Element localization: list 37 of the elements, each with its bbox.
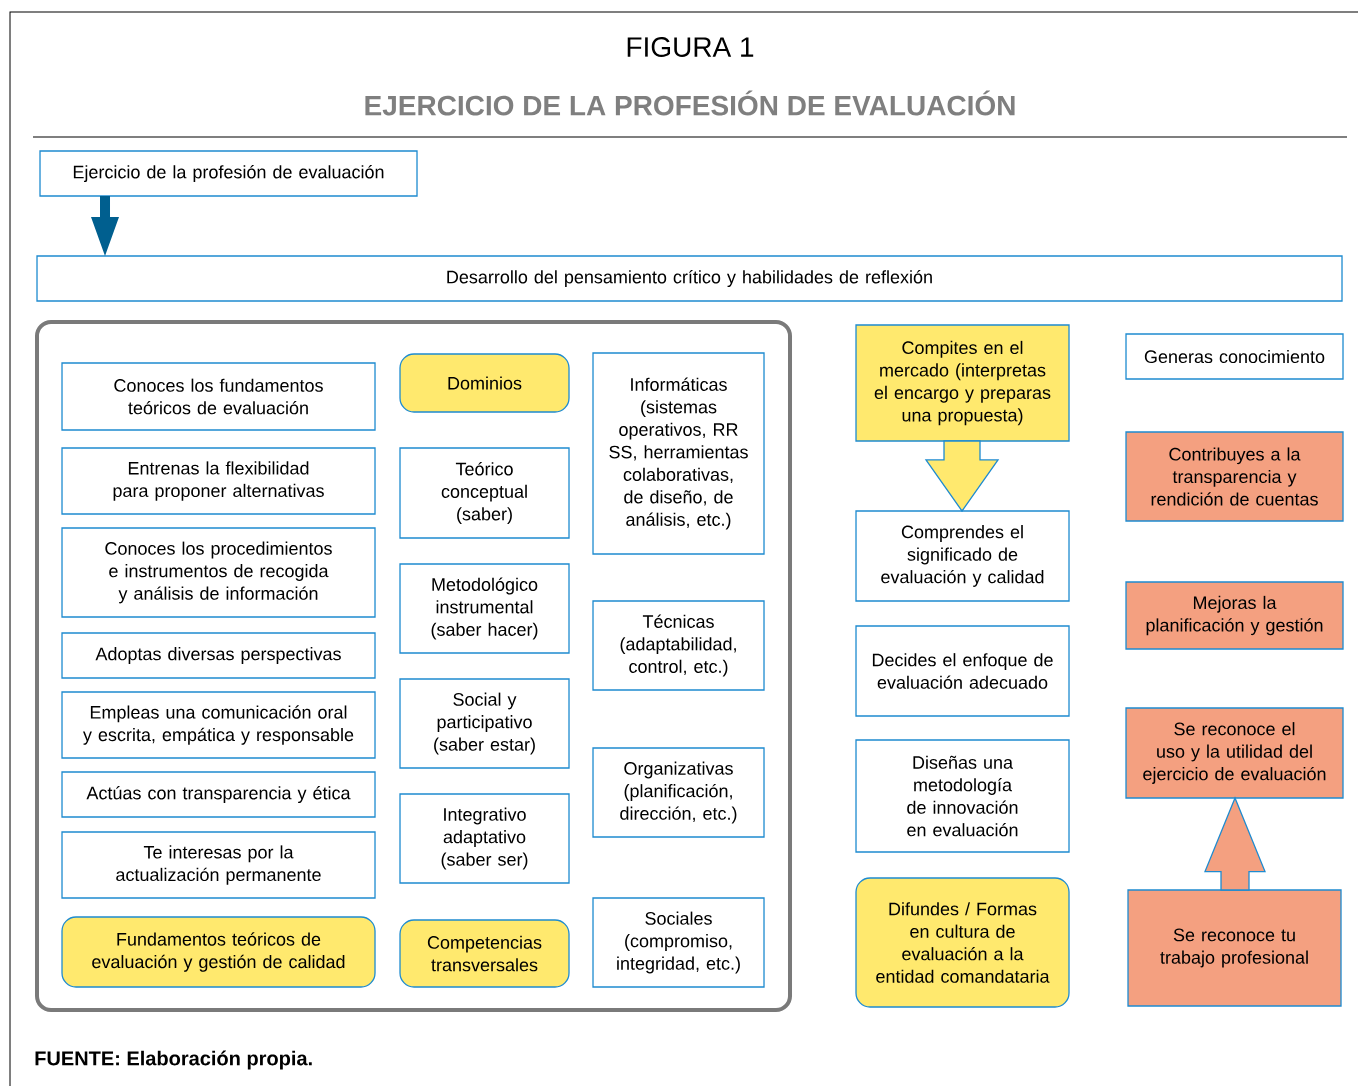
- rounded-box: Fundamentos teóricos de evaluación y gestión de calidad: [61, 916, 376, 988]
- text-box: Sociales (compromiso, integridad, etc.): [592, 897, 765, 988]
- text-box: Contribuyes a la transparencia y rendición de cuentas: [1125, 431, 1344, 522]
- text-box: Se reconoce tu trabajo profesional: [1127, 889, 1342, 1007]
- text-box: Actúas con transparencia y ética: [61, 771, 376, 818]
- figure-label: FIGURA 1: [627, 37, 754, 57]
- text-box: Comprendes el significado de evaluación y calidad: [855, 510, 1070, 602]
- text-box: Ejercicio de la profesión de evaluación: [39, 150, 418, 197]
- text-box: Integrativo adaptativo (saber ser): [399, 793, 570, 884]
- block-arrow: [924, 440, 1000, 513]
- text-box: Te interesas por la actualización permanente: [61, 831, 376, 899]
- text-box: Adoptas diversas perspectivas: [61, 632, 376, 679]
- block-arrow: [91, 196, 119, 256]
- rounded-box: Difundes / Formas en cultura de evaluación a la entidad comandataria: [855, 877, 1070, 1008]
- rounded-box: Dominios: [399, 353, 570, 413]
- text-box: Mejoras la planificación y gestión: [1125, 581, 1344, 650]
- text-box: Compites en el mercado (interpretas el encargo y preparas una propuesta): [855, 324, 1070, 442]
- text-box: Teórico conceptual (saber): [399, 447, 570, 539]
- text-box: Generas conocimiento: [1125, 333, 1344, 380]
- text-box: Organizativas (planificación, dirección, etc.): [592, 747, 765, 838]
- text-box: Diseñas una metodología de innovación en evaluación: [855, 739, 1070, 853]
- text-box: Se reconoce el uso y la utilidad del ejercicio de evaluación: [1125, 707, 1344, 799]
- text-box: Informáticas (sistemas operativos, RR SS, herramientas colaborativas, de diseño, de análisis, etc.): [592, 352, 765, 555]
- rounded-box: Competencias transversales: [399, 919, 570, 988]
- rounded-frame: [35, 320, 792, 1012]
- text-box: Empleas una comunicación oral y escrita, empática y responsable: [61, 691, 376, 759]
- text-box: Conoces los procedimientos e instrumentos de recogida y análisis de información: [61, 527, 376, 618]
- text-box: Decides el enfoque de evaluación adecuado: [855, 625, 1070, 717]
- text-box: Social y participativo (saber estar): [399, 678, 570, 769]
- text-box: Metodológico instrumental (saber hacer): [399, 563, 570, 654]
- block-arrow: [1204, 796, 1266, 891]
- text-box: Entrenas la flexibilidad para proponer alternativas: [61, 447, 376, 515]
- text-box: Desarrollo del pensamiento crítico y habilidades de reflexión: [36, 255, 1343, 302]
- source-note: FUENTE: Elaboración propia.: [35, 1050, 312, 1070]
- text-box: Conoces los fundamentos teóricos de evaluación: [61, 362, 376, 431]
- text-box: Técnicas (adaptabilidad, control, etc.): [592, 600, 765, 691]
- title: EJERCICIO DE LA PROFESIÓN DE EVALUACIÓN: [365, 90, 1015, 116]
